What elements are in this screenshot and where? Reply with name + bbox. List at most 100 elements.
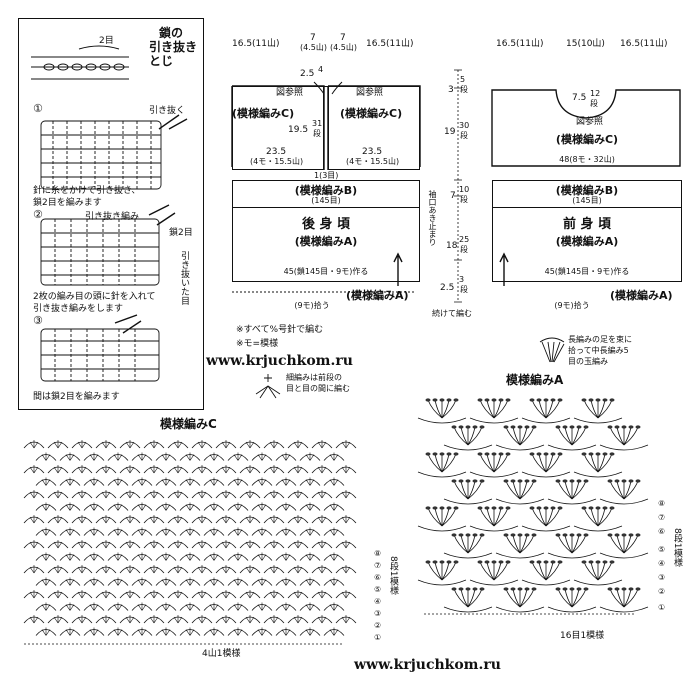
slip-stitch-seam-panel: 鎖の 引き抜き とじ 2目	[18, 18, 204, 410]
puff-fan-symbol	[599, 479, 649, 505]
shell-stitch-symbol	[257, 577, 267, 586]
mid-h18-rows: 25	[459, 235, 470, 244]
puff-fan-symbol	[495, 533, 545, 559]
back-band-b-count: (145目)	[311, 196, 341, 205]
step1-number: ①	[33, 102, 43, 115]
front-body-a	[492, 208, 682, 282]
shell-stitch-symbol	[101, 615, 111, 624]
shell-stitch-symbol	[341, 590, 351, 599]
shell-stitch-symbol	[161, 502, 171, 511]
puff-fan-symbol	[599, 425, 649, 451]
shell-stitch-symbol	[317, 590, 327, 599]
pattern-a-row-2: ②	[658, 587, 666, 596]
pattern-a-row-6: ⑥	[658, 527, 666, 536]
puff-fan-symbol	[573, 560, 623, 586]
back-top-dim-mid2-sub: (4.5山)	[330, 43, 357, 52]
mid-h2-5-rows: 3	[459, 275, 465, 284]
shell-stitch-symbol	[113, 627, 123, 636]
back-top-dim-mid1-sub: (4.5山)	[300, 43, 327, 52]
back-yoke-left-label: (模様編みC)	[232, 107, 295, 120]
shell-stitch-symbol	[89, 577, 99, 586]
pattern-c-row-6: ⑥	[374, 573, 382, 582]
shell-stitch-symbol	[65, 602, 75, 611]
shell-stitch-symbol	[161, 552, 171, 561]
mid-h18: 18	[446, 241, 458, 251]
shell-stitch-symbol	[77, 565, 87, 574]
shell-stitch-symbol	[281, 577, 291, 586]
shell-stitch-symbol	[257, 602, 267, 611]
shell-stitch-symbol	[173, 490, 183, 499]
shell-stitch-symbol	[89, 502, 99, 511]
shell-stitch-symbol	[53, 615, 63, 624]
shell-stitch-symbol	[29, 515, 39, 524]
shell-stitch-symbol	[125, 440, 135, 449]
shell-stitch-symbol	[317, 565, 327, 574]
shell-stitch-symbol	[245, 490, 255, 499]
pattern-a-row-7: ⑦	[658, 513, 666, 522]
puff-fan-symbol	[469, 506, 519, 532]
legend-puff-line3: 目の玉編み	[568, 357, 608, 366]
shell-stitch-symbol	[161, 627, 171, 636]
shell-stitch-symbol	[197, 565, 207, 574]
back-band-b	[232, 180, 420, 208]
shell-stitch-symbol	[65, 577, 75, 586]
shell-stitch-symbol	[293, 615, 303, 624]
shell-stitch-symbol	[293, 540, 303, 549]
shell-stitch-symbol	[29, 615, 39, 624]
shell-stitch-symbol	[305, 452, 315, 461]
back-body-a	[232, 208, 420, 282]
shell-stitch-symbol	[293, 490, 303, 499]
back-yoke-left	[232, 86, 324, 170]
shell-stitch-symbol	[305, 577, 315, 586]
shell-stitch-symbol	[53, 490, 63, 499]
shell-stitch-symbol	[185, 452, 195, 461]
shell-stitch-symbol	[197, 540, 207, 549]
step1-tag: 引き抜く	[149, 106, 186, 116]
shell-stitch-symbol	[245, 590, 255, 599]
shell-stitch-symbol	[233, 452, 243, 461]
back-ref-left: 図参照	[276, 88, 304, 98]
mid-h19-rows: 30	[459, 121, 470, 130]
front-bottom-width: 45(鎖145目・9モ)作る	[544, 267, 630, 276]
shell-stitch-symbol	[137, 477, 147, 486]
shell-stitch-symbol	[65, 452, 75, 461]
shell-stitch-symbol	[221, 465, 231, 474]
pattern-a-repeat: 16目1模様	[560, 631, 605, 641]
shell-stitch-symbol	[125, 540, 135, 549]
step1-text-line1: 針に糸をかけて引き抜き、	[33, 186, 141, 196]
puff-fan-symbol	[547, 479, 597, 505]
back-width-right-sub: (4モ・15.5山)	[346, 157, 400, 166]
shell-stitch-symbol	[53, 440, 63, 449]
shell-stitch-symbol	[125, 490, 135, 499]
shell-stitch-symbol	[29, 490, 39, 499]
puff-fan-symbol	[521, 452, 571, 478]
back-hem-label: (模様編みA)	[346, 289, 409, 302]
legend-sc-line2: 目と目の間に編む	[286, 384, 350, 393]
shell-stitch-symbol	[305, 502, 315, 511]
mid-h2-5-rows-sub: 段	[460, 285, 468, 294]
front-body-a-label: (模様編みA)	[555, 235, 619, 248]
front-yoke-outline	[491, 89, 681, 167]
front-body-name: 前 身 頃	[562, 217, 612, 232]
shell-stitch-symbol	[341, 515, 351, 524]
shell-stitch-symbol	[221, 440, 231, 449]
shell-stitch-symbol	[197, 615, 207, 624]
pattern-a-chart	[417, 398, 649, 615]
shell-stitch-symbol	[77, 515, 87, 524]
pattern-a-rows-label: 8段1模様	[672, 528, 682, 567]
shell-stitch-symbol	[221, 515, 231, 524]
shell-stitch-symbol	[65, 477, 75, 486]
shell-stitch-symbol	[341, 465, 351, 474]
back-body-a-label: (模様編みA)	[294, 235, 358, 248]
front-top-dim-left: 16.5(11山)	[496, 39, 544, 49]
shell-stitch-symbol	[329, 577, 339, 586]
shell-stitch-symbol	[329, 477, 339, 486]
back-top-dim-mid1: 7	[310, 33, 316, 43]
shell-stitch-symbol	[209, 577, 219, 586]
shell-stitch-symbol	[245, 515, 255, 524]
shell-stitch-symbol	[305, 477, 315, 486]
pattern-a-row-4: ④	[658, 559, 666, 568]
shell-stitch-symbol	[41, 627, 51, 636]
pattern-c-repeat: 4山1模様	[202, 649, 241, 659]
shell-stitch-symbol	[161, 527, 171, 536]
